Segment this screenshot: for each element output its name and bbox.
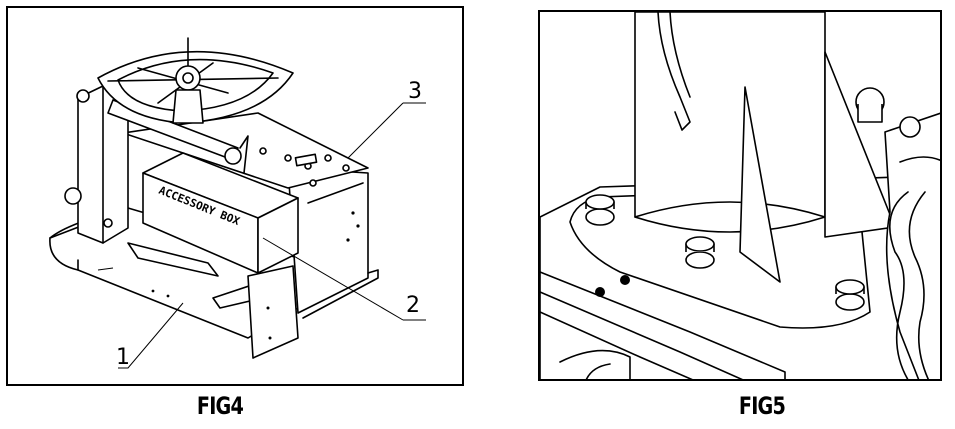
bracket xyxy=(855,87,940,379)
callout-1: 1 xyxy=(116,345,130,370)
bolts xyxy=(585,194,865,311)
callouts: 1 2 3 xyxy=(116,79,426,370)
fig5-panel xyxy=(538,10,942,381)
callout-2: 2 xyxy=(406,293,420,318)
bolt-left xyxy=(585,194,615,226)
fig5-drawing xyxy=(540,12,940,379)
callout-3: 3 xyxy=(408,79,422,104)
pedal-area xyxy=(127,242,299,359)
bolt-middle xyxy=(685,236,715,269)
bolt-right xyxy=(835,279,865,311)
turntable xyxy=(97,37,294,124)
fig5-caption: FIG5 xyxy=(738,392,786,420)
fig4-drawing: ACCESSORY BOX 1 2 3 xyxy=(49,37,426,370)
cylinder xyxy=(634,12,826,233)
gussets xyxy=(739,51,896,283)
fig4-panel: ACCESSORY BOX 1 2 3 xyxy=(6,6,464,386)
fig4-caption: FIG4 xyxy=(196,392,244,420)
cabinet xyxy=(287,167,379,319)
